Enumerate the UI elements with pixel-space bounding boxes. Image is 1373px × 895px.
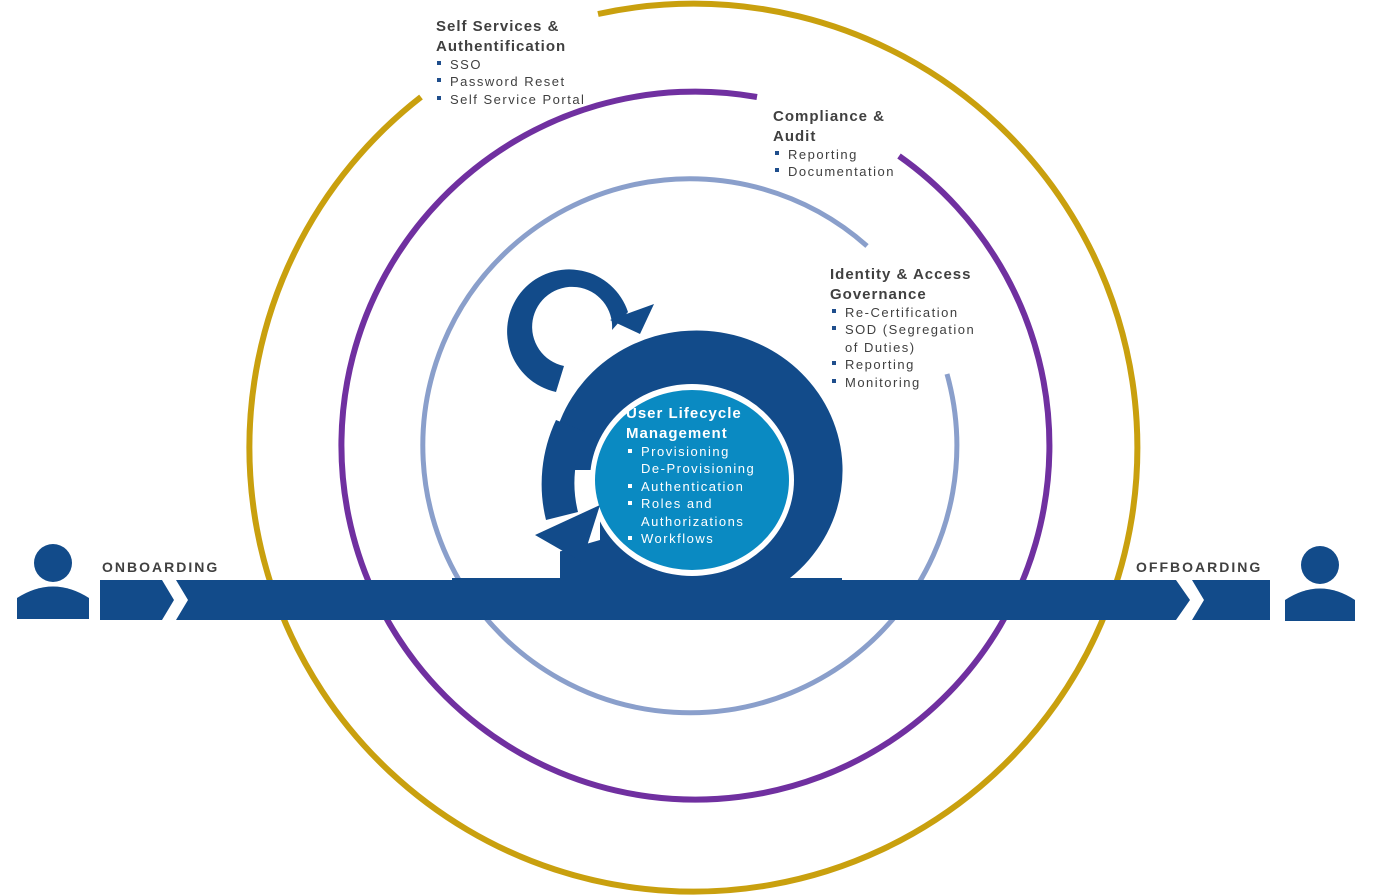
bullet-icon (832, 309, 836, 313)
bullet-icon (628, 536, 632, 540)
cycle-small-loop (507, 269, 628, 392)
bullet-icon (628, 501, 632, 505)
bullet-icon (832, 326, 836, 330)
self-services-title-2: Authentification (436, 38, 566, 55)
ulm-label: User Lifecycle Management Provisioning D… (626, 405, 755, 546)
bullet-icon (832, 361, 836, 365)
ulm-title-1: User Lifecycle (626, 405, 742, 422)
offboarding-label: OFFBOARDING (1136, 559, 1262, 575)
governance-title-2: Governance (830, 286, 927, 303)
timeline-chevron-start (100, 580, 174, 620)
ulm-center-circle (595, 390, 789, 570)
bullet-icon (628, 484, 632, 488)
bullet-icon (832, 379, 836, 383)
offboarding-user-icon (1285, 546, 1355, 621)
bullet-icon (775, 168, 779, 172)
self-services-ring (246, 0, 1141, 895)
ulm-item: Workflows (641, 531, 714, 546)
governance-item-continued: of Duties) (845, 340, 916, 355)
cycle-arrowhead-small (610, 304, 654, 334)
ulm-item: Roles and (641, 496, 713, 511)
self-services-title-1: Self Services & (436, 18, 559, 35)
onboarding-user-icon (17, 544, 89, 619)
ulm-item: Authentication (641, 479, 744, 494)
governance-label: Identity & Access Governance Re-Certific… (830, 266, 975, 390)
governance-item: Reporting (845, 357, 915, 372)
timeline-chevron-end (1192, 580, 1270, 620)
governance-title-1: Identity & Access (830, 266, 972, 283)
self-services-item: Password Reset (450, 74, 566, 89)
bullet-icon (437, 61, 441, 65)
cycle-arrowhead-main (535, 505, 600, 562)
ulm-item-continued: De-Provisioning (641, 461, 755, 476)
compliance-title-1: Compliance & (773, 108, 885, 125)
ulm-item-continued: Authorizations (641, 514, 744, 529)
compliance-title-2: Audit (773, 128, 816, 145)
governance-item: Re-Certification (845, 305, 959, 320)
compliance-ring (338, 88, 1053, 803)
compliance-item: Documentation (788, 164, 895, 179)
onboarding-label: ONBOARDING (102, 559, 219, 575)
self-services-item: SSO (450, 57, 482, 72)
self-services-label: Self Services & Authentification SSO Pas… (436, 18, 585, 107)
compliance-item: Reporting (788, 147, 858, 162)
ulm-item: Provisioning (641, 444, 730, 459)
bullet-icon (437, 78, 441, 82)
ulm-title-2: Management (626, 425, 728, 442)
bullet-icon (628, 449, 632, 453)
governance-item: SOD (Segregation (845, 322, 975, 337)
self-services-item: Self Service Portal (450, 92, 585, 107)
governance-item: Monitoring (845, 375, 921, 390)
bullet-icon (437, 96, 441, 100)
compliance-label: Compliance & Audit Reporting Documentati… (773, 108, 895, 179)
bullet-icon (775, 151, 779, 155)
